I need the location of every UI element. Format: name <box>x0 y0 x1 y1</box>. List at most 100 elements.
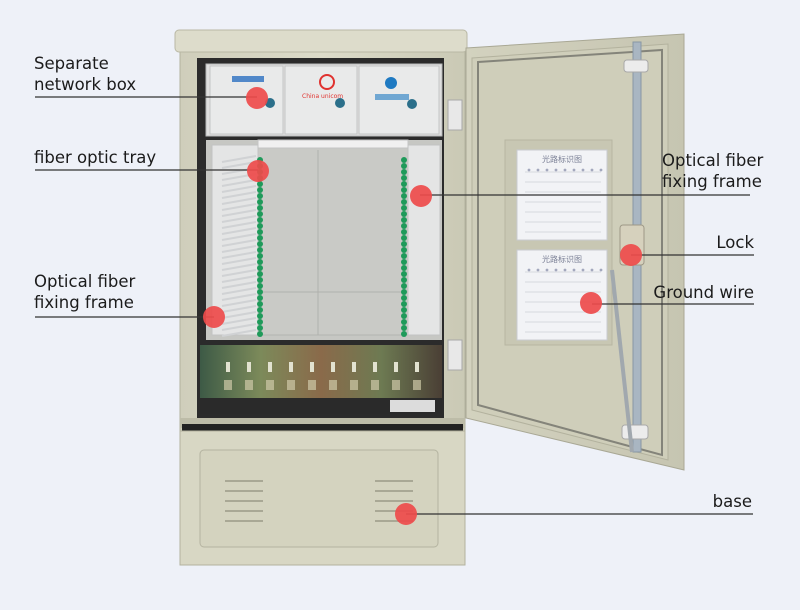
fiber-coil <box>401 319 407 325</box>
fiber-coil <box>257 331 263 337</box>
tray-port <box>287 380 295 390</box>
tray-port <box>308 380 316 390</box>
fiber-coil <box>257 223 263 229</box>
fiber-coil <box>401 277 407 283</box>
unicom-logo <box>319 74 335 90</box>
label-fiber-optic-tray: fiber optic tray <box>34 147 156 168</box>
fiber-coil <box>257 241 263 247</box>
chart-title-bottom: 光路标识图 <box>542 254 582 264</box>
fiber-strand <box>221 179 257 187</box>
fiber-coil <box>401 175 407 181</box>
fiber-coil <box>257 205 263 211</box>
label-line: fiber optic tray <box>34 148 157 167</box>
cable-gland <box>335 98 345 108</box>
fiber-coil <box>401 169 407 175</box>
label-line: Lock <box>716 233 754 252</box>
fiber-strand <box>221 203 257 211</box>
fiber-strand <box>221 275 257 283</box>
fiber-coil <box>401 229 407 235</box>
fiber-coil <box>257 283 263 289</box>
chart-cell <box>590 268 594 272</box>
network-box-unicom <box>284 65 358 135</box>
marker-optical-fiber-fixing-frame-left <box>203 306 225 328</box>
marker-lock <box>620 244 642 266</box>
hinge-bottom <box>447 339 463 371</box>
splice-tray <box>200 345 442 414</box>
chart-title-top: 光路标识图 <box>542 154 582 164</box>
fiber-strand <box>221 263 257 271</box>
fiber-coil <box>257 253 263 259</box>
fiber-coil <box>257 259 263 265</box>
fiber-coil <box>401 187 407 193</box>
fiber-coil <box>401 265 407 271</box>
fiber-coil <box>257 235 263 241</box>
fiber-coil <box>257 289 263 295</box>
fiber-coil <box>401 307 407 313</box>
fiber-coil <box>257 325 263 331</box>
label-optical-fiber-fixing-frame-right: Optical fiber fixing frame <box>662 150 763 192</box>
chart-cell <box>563 268 567 272</box>
chart-cell <box>599 268 603 272</box>
fiber-coil <box>401 157 407 163</box>
chart-cell <box>527 268 531 272</box>
fiber-strand <box>221 257 257 265</box>
unicom-logo-text: China unicom <box>302 93 343 100</box>
fiber-coil <box>257 265 263 271</box>
tray-port <box>413 380 421 390</box>
fiber-strand <box>221 215 257 223</box>
fiber-strand <box>221 221 257 229</box>
tray-port <box>247 362 251 372</box>
fiber-coil <box>401 181 407 187</box>
fiber-coil <box>257 217 263 223</box>
tray-port <box>226 362 230 372</box>
label-line: Ground wire <box>653 283 754 302</box>
label-ground-wire: Ground wire <box>640 282 754 303</box>
label-optical-fiber-fixing-frame-left: Optical fiber fixing frame <box>34 271 135 313</box>
fiber-rack <box>206 139 442 340</box>
chart-cell <box>536 268 540 272</box>
chart-cell <box>554 168 558 172</box>
label-line: Separate <box>34 54 109 73</box>
fiber-coil <box>401 193 407 199</box>
fiber-coil <box>401 211 407 217</box>
fiber-strand <box>221 269 257 277</box>
tray-port <box>268 362 272 372</box>
cable-gland <box>407 99 417 109</box>
hinge-top <box>447 99 463 131</box>
fiber-strand <box>221 161 257 169</box>
fiber-strand <box>221 305 257 313</box>
chart-cell <box>545 168 549 172</box>
fiber-coil <box>257 277 263 283</box>
label-lock: Lock <box>700 232 754 253</box>
fiber-coil <box>401 205 407 211</box>
marker-fiber-optic-tray <box>247 160 269 182</box>
label-line: Optical fiber <box>662 151 764 170</box>
fiber-strand <box>221 209 257 217</box>
chart-cell <box>572 268 576 272</box>
chart-cell <box>599 168 603 172</box>
fiber-coil <box>401 301 407 307</box>
fiber-strand <box>221 185 257 193</box>
fiber-coil <box>401 163 407 169</box>
tray-port <box>373 362 377 372</box>
fiber-coil <box>257 229 263 235</box>
tray-port <box>310 362 314 372</box>
label-line: fixing frame <box>34 293 134 312</box>
fiber-coil <box>401 289 407 295</box>
fiber-bundle-right <box>401 157 407 337</box>
fiber-strand <box>221 329 257 337</box>
fiber-strand <box>221 227 257 235</box>
cabinet-base <box>179 430 466 566</box>
label-base: base <box>700 491 752 512</box>
mobile-logo <box>385 77 397 89</box>
fiber-strand <box>221 239 257 247</box>
fixing-frame-right <box>407 144 441 336</box>
fiber-strand <box>221 191 257 199</box>
network-box-panel: China unicom <box>205 63 443 137</box>
tray-port <box>245 380 253 390</box>
fiber-coil <box>401 313 407 319</box>
fiber-coil <box>401 295 407 301</box>
chart-cell <box>527 168 531 172</box>
fiber-coil <box>401 199 407 205</box>
fiber-coil <box>401 271 407 277</box>
